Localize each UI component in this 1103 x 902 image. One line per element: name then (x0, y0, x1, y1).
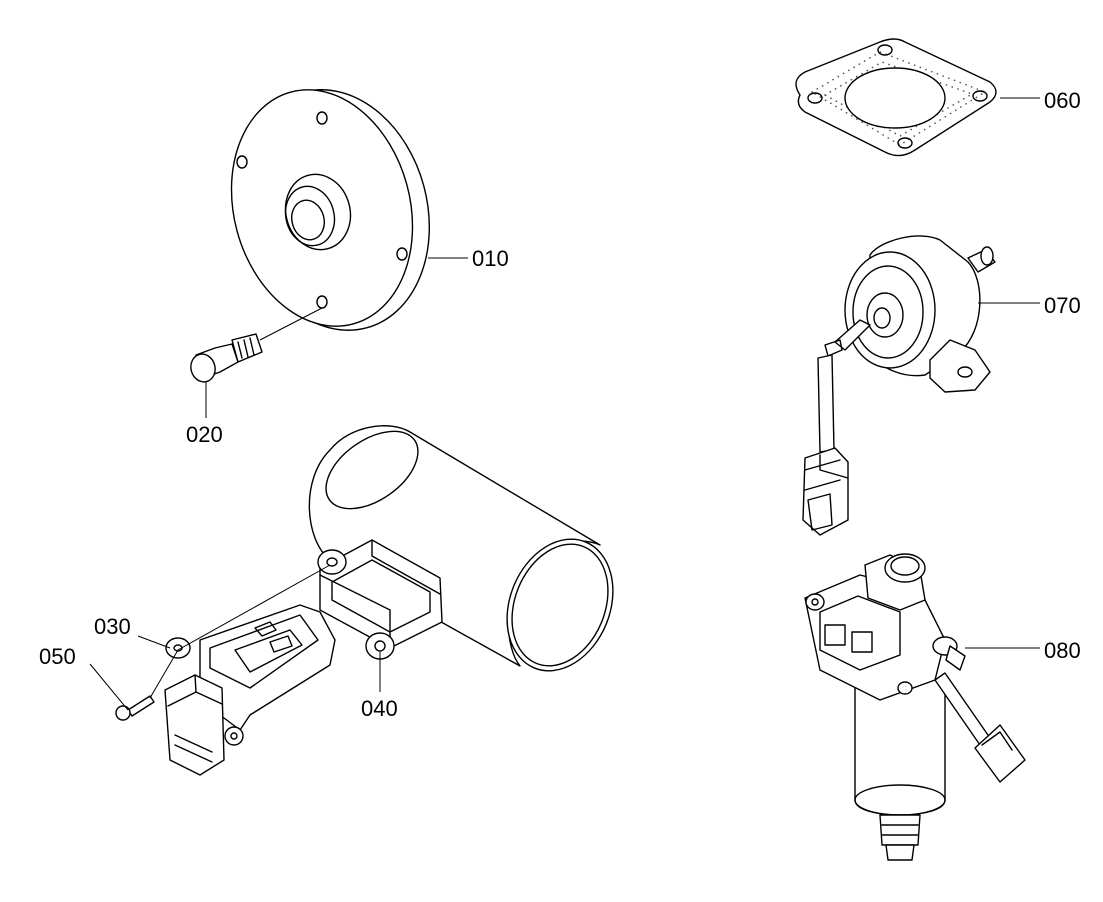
part-010-flange-plate[interactable] (206, 68, 456, 351)
part-sensor-body[interactable] (89, 564, 336, 776)
part-060-gasket[interactable] (795, 38, 1040, 157)
part-070-regulator[interactable] (802, 235, 1040, 536)
callout-050: 050 (39, 644, 76, 669)
callout-020: 020 (186, 422, 223, 447)
callout-010: 010 (472, 246, 509, 271)
callout-040: 040 (361, 696, 398, 721)
part-020-bolt[interactable] (188, 307, 323, 385)
callout-070: 070 (1044, 293, 1081, 318)
callout-080: 080 (1044, 638, 1081, 663)
callout-030: 030 (94, 614, 131, 639)
callout-060: 060 (1044, 88, 1081, 113)
part-040-cylinder-housing[interactable] (308, 416, 631, 692)
part-080-fuel-pump[interactable] (804, 553, 1040, 861)
